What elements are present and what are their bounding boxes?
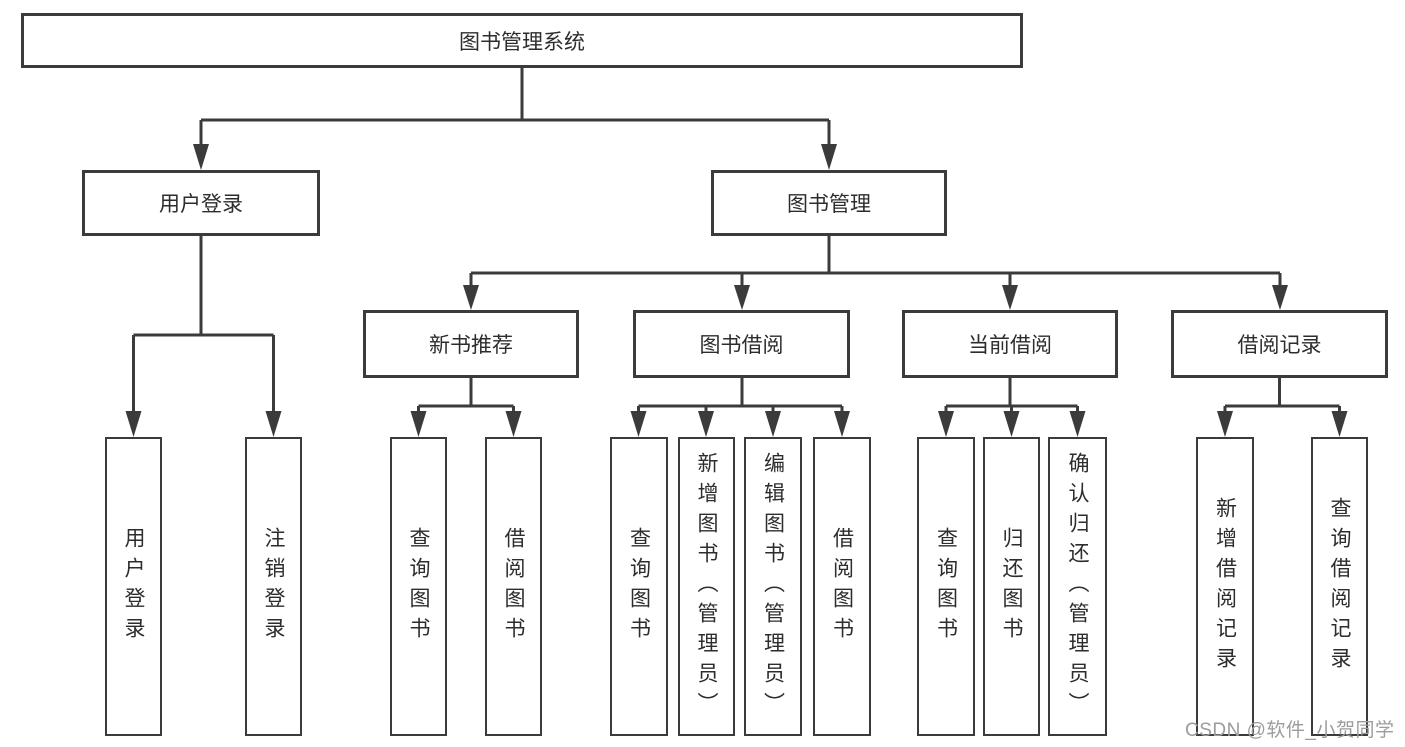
leaf-borrow-books: 借阅图书 <box>813 437 871 736</box>
tree-edges <box>132 68 1341 414</box>
arrowhead-icon <box>834 411 850 437</box>
node-label: 借阅图书 <box>502 526 525 647</box>
arrowhead-icon <box>265 411 282 437</box>
node-label: 借阅图书 <box>830 526 854 647</box>
node-root-system: 图书管理系统 <box>21 13 1023 68</box>
arrowhead-icon <box>765 411 781 437</box>
node-user-login-module: 用户登录 <box>82 170 320 236</box>
node-label: 图书管理系统 <box>459 30 585 54</box>
leaf-query-books-borrowing: 查询图书 <box>610 437 668 736</box>
node-label: 新增图书（管理员） <box>695 451 718 722</box>
node-current-borrowing: 当前借阅 <box>902 310 1118 378</box>
arrowhead-icon <box>505 411 522 437</box>
node-new-book-recommend: 新书推荐 <box>363 310 579 378</box>
edge-root-to-level2 <box>199 68 831 147</box>
node-label: 用户登录 <box>159 193 243 216</box>
node-borrowing-records: 借阅记录 <box>1171 310 1388 378</box>
leaf-add-borrow-record: 新增借阅记录 <box>1196 437 1254 736</box>
node-label: 新增借阅记录 <box>1213 496 1237 677</box>
csdn-watermark: CSDN @软件_小贺同学 <box>1185 720 1395 741</box>
arrowhead-icon <box>1331 411 1348 437</box>
arrowhead-icon <box>734 285 750 310</box>
node-label: 图书借阅 <box>699 334 784 357</box>
node-label: 查询图书 <box>627 526 651 647</box>
node-label: 查询图书 <box>934 526 958 647</box>
node-label: 当前借阅 <box>968 334 1052 357</box>
leaf-query-borrow-record: 查询借阅记录 <box>1311 437 1368 736</box>
edge-current-to-leaves <box>944 378 1079 414</box>
arrowhead-icon <box>1003 411 1020 437</box>
leaf-edit-books-admin: 编辑图书（管理员） <box>744 437 802 736</box>
leaf-user-login: 用户登录 <box>105 437 162 736</box>
arrowhead-icon <box>1069 411 1086 437</box>
arrowhead-icon <box>193 144 209 170</box>
edge-records-to-leaves <box>1223 378 1341 414</box>
node-label: 归还图书 <box>1000 526 1023 647</box>
node-label: 注销登录 <box>262 526 285 647</box>
arrowhead-icon <box>698 411 714 437</box>
arrowhead-icon <box>1002 285 1018 310</box>
arrowhead-icons <box>125 144 1348 437</box>
node-book-borrowing: 图书借阅 <box>633 310 850 378</box>
node-label: 图书管理 <box>787 193 871 216</box>
node-label: 查询图书 <box>407 526 430 647</box>
arrowhead-icon <box>1217 411 1233 437</box>
leaf-logout: 注销登录 <box>245 437 302 736</box>
arrowhead-icon <box>630 411 647 437</box>
node-label: 编辑图书（管理员） <box>761 451 785 722</box>
arrowhead-icon <box>463 285 479 310</box>
leaf-return-books: 归还图书 <box>983 437 1040 736</box>
node-label: 确认归还（管理员） <box>1066 451 1089 722</box>
leaf-query-books-current: 查询图书 <box>917 437 975 736</box>
arrowhead-icon <box>1272 285 1288 310</box>
arrowhead-icon <box>410 411 427 437</box>
edge-newbooks-to-leaves <box>417 378 515 414</box>
leaf-query-books-recommend: 查询图书 <box>390 437 447 736</box>
edge-borrowing-to-leaves <box>637 378 844 414</box>
arrowhead-icon <box>821 144 837 170</box>
node-label: 借阅记录 <box>1237 334 1322 357</box>
edge-bookmgmt-to-level3 <box>469 236 1282 287</box>
leaf-confirm-return-admin: 确认归还（管理员） <box>1048 437 1107 736</box>
edge-login-to-leaves <box>132 236 275 414</box>
leaf-add-books-admin: 新增图书（管理员） <box>678 437 735 736</box>
node-book-management-module: 图书管理 <box>711 170 947 236</box>
node-label: 查询借阅记录 <box>1328 496 1351 677</box>
node-label: 新书推荐 <box>429 334 513 357</box>
node-label: 用户登录 <box>122 526 145 647</box>
arrowhead-icon <box>125 411 142 437</box>
arrowhead-icon <box>938 411 954 437</box>
leaf-borrow-books-recommend: 借阅图书 <box>485 437 542 736</box>
